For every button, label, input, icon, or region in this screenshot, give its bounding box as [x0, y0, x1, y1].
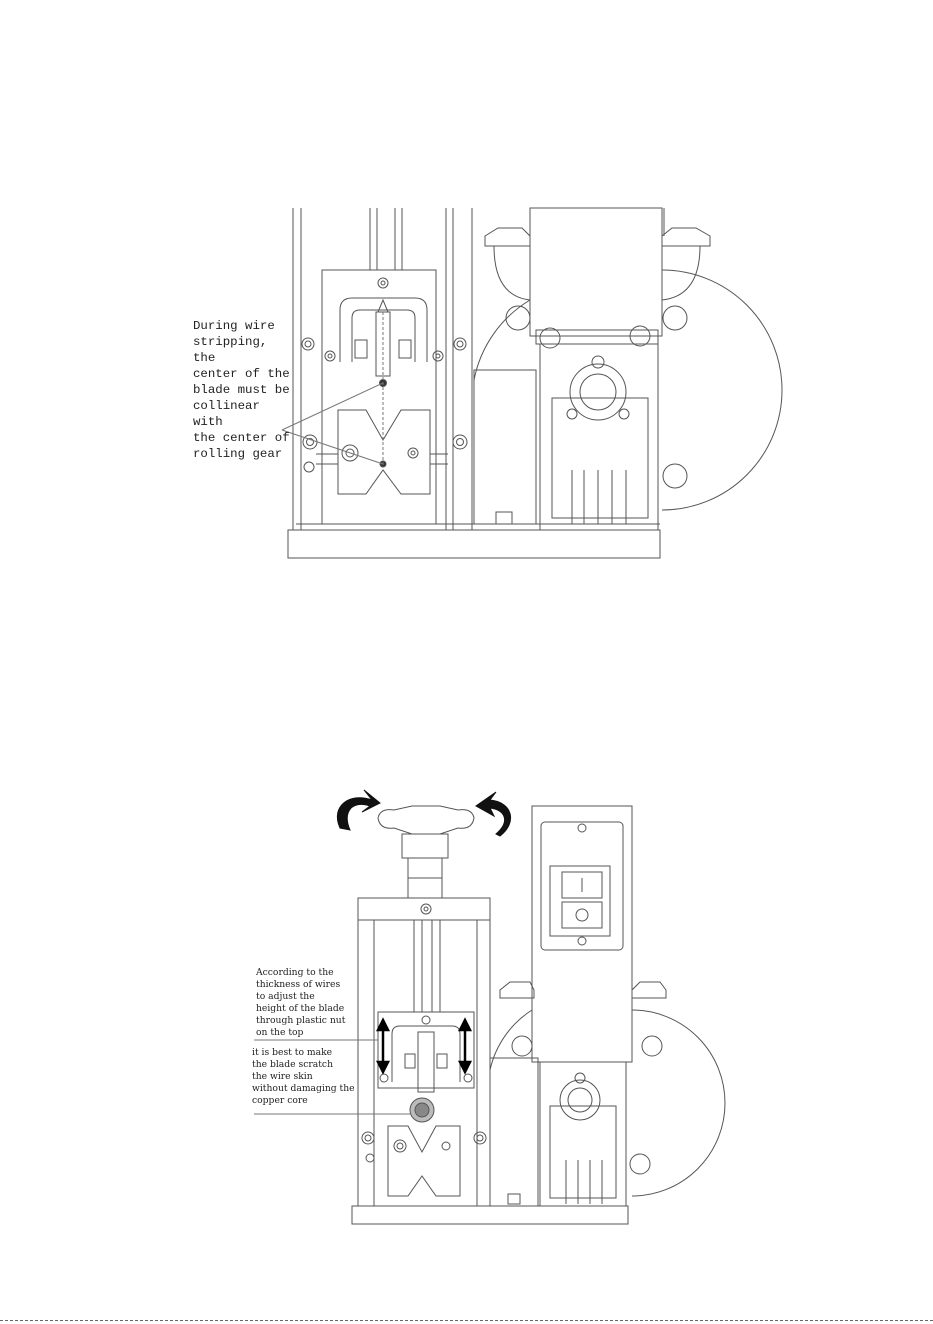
switch-off-button — [562, 902, 602, 928]
base-plate — [288, 530, 660, 558]
rotate-left-arrow-icon — [337, 790, 380, 830]
blade-height-note: According to the thickness of wires to a… — [256, 967, 366, 1039]
blade-scratch-note: it is best to make the blade scratch the… — [252, 1047, 364, 1107]
figure-1-drawing — [0, 0, 933, 620]
blade — [418, 1032, 434, 1092]
base-plate — [352, 1206, 628, 1224]
motor-disc — [662, 270, 782, 510]
figure-2-blade-height — [0, 760, 933, 1300]
plastic-nut-knob — [378, 806, 474, 834]
rotate-right-arrow-icon — [476, 792, 511, 836]
gear-column — [530, 208, 662, 336]
rolling-gear — [338, 410, 430, 494]
leader-line-gear — [282, 430, 383, 464]
switch-panel — [532, 806, 632, 1062]
frame-plate — [322, 270, 436, 524]
page-bottom-divider — [0, 1320, 933, 1321]
rolling-gear — [388, 1126, 460, 1196]
leader-line-blade — [282, 383, 383, 430]
blade-alignment-note: During wire stripping, the center of the… — [193, 318, 297, 462]
figure-2-drawing — [0, 760, 933, 1300]
motor-body — [474, 370, 536, 524]
figure-1-blade-alignment — [0, 0, 933, 620]
frame-screw — [378, 278, 388, 288]
